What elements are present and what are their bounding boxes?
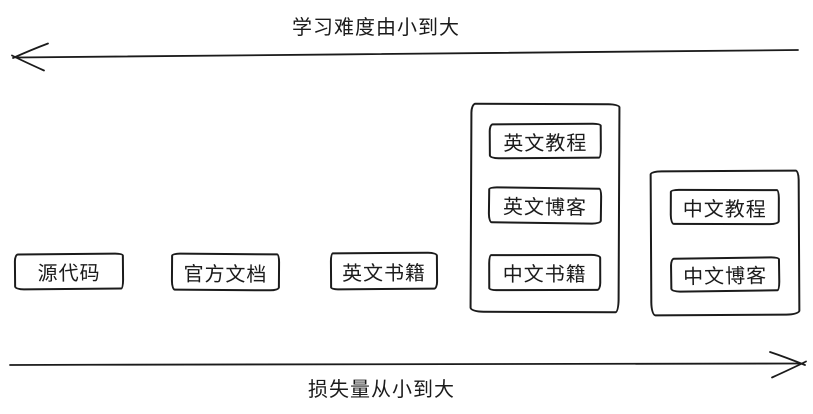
group-box-1: 英文教程 英文博客 中文书籍 xyxy=(469,102,621,314)
bottom-axis-label: 损失量从小到大 xyxy=(308,379,455,401)
box-english-blogs-label: 英文博客 xyxy=(502,196,588,220)
box-official-docs-label: 官方文档 xyxy=(183,263,268,286)
left-arrow xyxy=(11,42,799,72)
box-english-blogs: 英文博客 xyxy=(487,186,603,225)
box-chinese-blogs-label: 中文博客 xyxy=(683,265,768,289)
box-english-books-label: 英文书籍 xyxy=(341,262,427,285)
box-chinese-tutorials: 中文教程 xyxy=(669,188,780,226)
right-arrow-head-lower xyxy=(771,360,807,379)
box-chinese-books-label: 中文书籍 xyxy=(502,263,587,287)
left-arrow-head-upper xyxy=(12,42,49,59)
box-chinese-blogs: 中文博客 xyxy=(669,256,781,293)
box-official-docs: 官方文档 xyxy=(170,252,281,292)
box-source-code-label: 源代码 xyxy=(37,262,101,286)
box-english-books: 英文书籍 xyxy=(329,251,439,291)
box-chinese-tutorials-label: 中文教程 xyxy=(682,198,767,221)
box-english-tutorials: 英文教程 xyxy=(488,122,602,160)
top-axis-label: 学习难度由小到大 xyxy=(292,17,460,39)
box-english-tutorials-label: 英文教程 xyxy=(503,132,588,155)
left-arrow-shaft xyxy=(15,49,799,59)
left-arrow-head-lower xyxy=(11,54,45,72)
group-box-2: 中文教程 中文博客 xyxy=(649,169,801,317)
box-source-code: 源代码 xyxy=(13,252,125,291)
right-arrow-shaft xyxy=(9,362,801,366)
box-chinese-books: 中文书籍 xyxy=(488,253,602,292)
right-arrow xyxy=(9,351,807,379)
